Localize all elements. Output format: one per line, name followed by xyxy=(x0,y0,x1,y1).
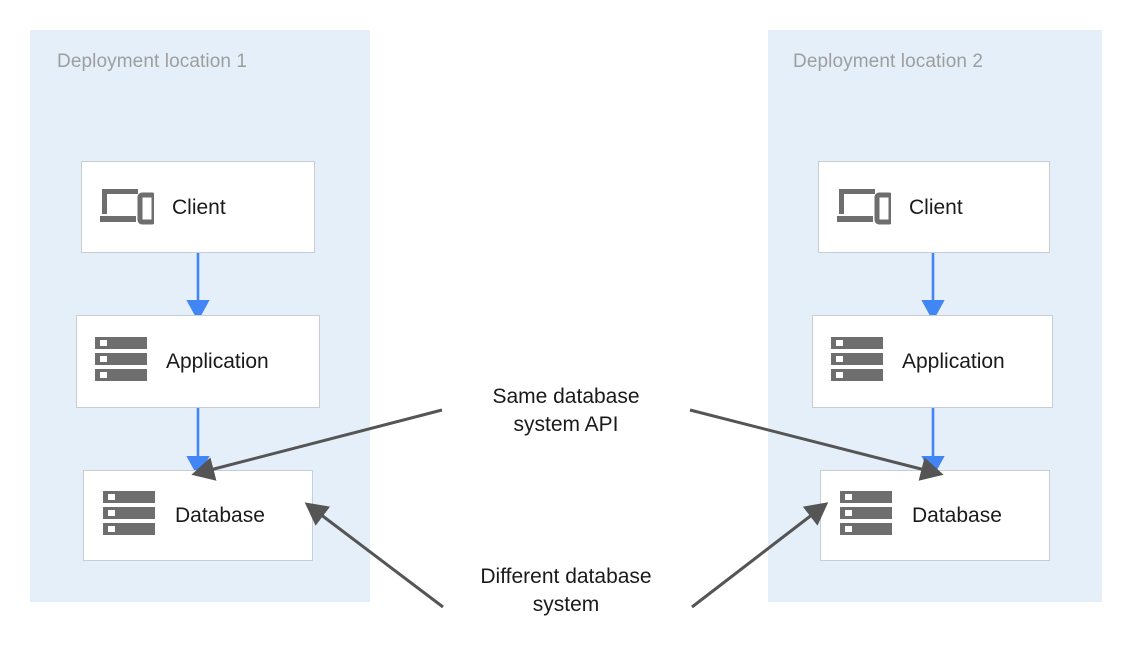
node-client-1[interactable]: Client xyxy=(81,161,315,253)
node-label-client-1: Client xyxy=(172,195,226,219)
zone-title-deployment-location-1: Deployment location 1 xyxy=(57,51,248,72)
server-icon xyxy=(103,490,155,541)
server-icon xyxy=(831,336,883,387)
node-label-application-1: Application xyxy=(166,350,269,373)
zone-title-deployment-location-2: Deployment location 2 xyxy=(793,51,984,72)
node-label-database-1: Database xyxy=(175,504,265,527)
node-client-2[interactable]: Client xyxy=(818,161,1050,253)
node-label-client-2: Client xyxy=(909,195,963,219)
node-label-database-2: Database xyxy=(912,504,1002,527)
annotation-line-different-system-to-database-2 xyxy=(691,502,829,609)
annotation-line-different-system-to-database-1 xyxy=(304,502,444,609)
server-icon xyxy=(840,490,892,541)
annotation-line-same-api-to-database-1 xyxy=(191,408,443,481)
server-icon xyxy=(95,336,147,387)
node-application-1[interactable]: Application xyxy=(76,315,320,408)
node-database-2[interactable]: Database xyxy=(820,470,1050,561)
annotation-same-database-system-api: Same database system API xyxy=(492,385,640,436)
annotation-line-same-api-to-database-2 xyxy=(689,408,944,481)
node-application-2[interactable]: Application xyxy=(812,315,1053,408)
annotation-different-database-system: Different database system xyxy=(480,565,652,616)
node-label-application-2: Application xyxy=(902,350,1005,373)
